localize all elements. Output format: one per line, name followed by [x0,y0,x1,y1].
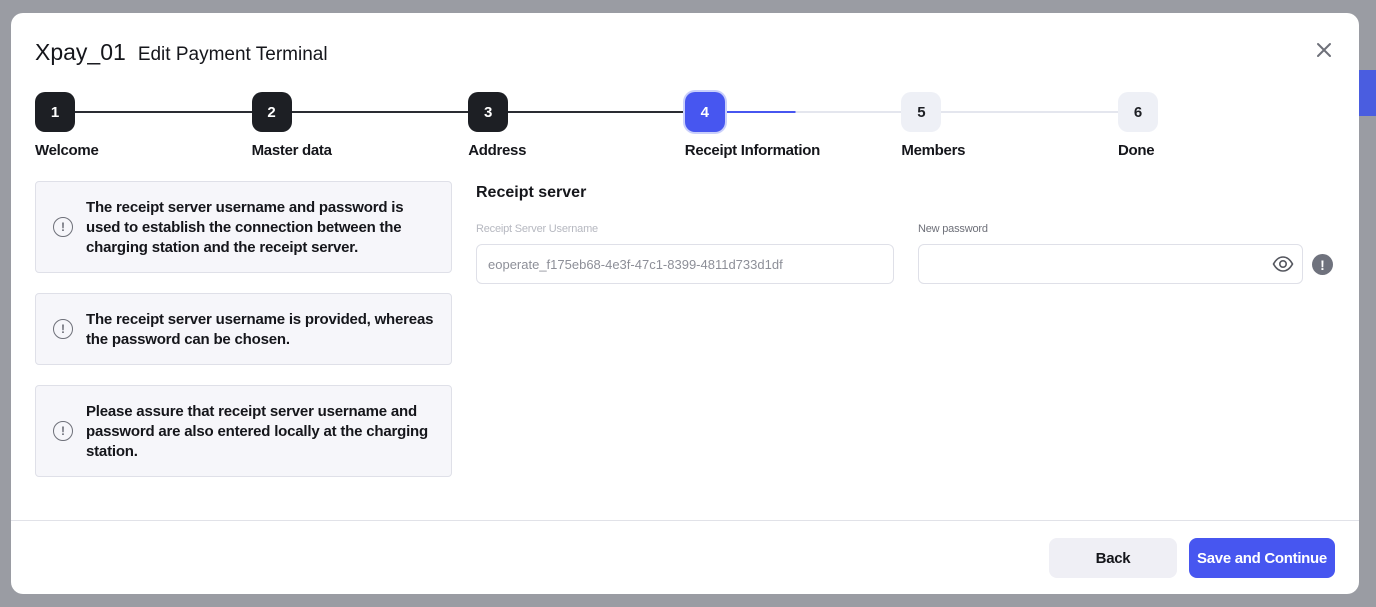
eye-icon[interactable] [1272,255,1294,273]
info-icon: ! [53,421,73,441]
step-connector [508,111,685,113]
step-label: Members [901,142,966,159]
step-label: Master data [251,142,332,159]
step-connector [291,111,469,113]
step-number: 5 [901,92,942,132]
step-connector [75,111,252,113]
info-card-text: The receipt server username and password… [86,199,404,256]
step-number: 2 [251,92,292,132]
info-card-text: Please assure that receipt server userna… [86,403,428,460]
close-icon [1317,43,1331,57]
info-card-text: The receipt server username is provided,… [86,311,434,348]
step-label: Welcome [35,142,99,159]
step-connector [941,111,1118,113]
username-label: Receipt Server Username [476,223,598,235]
new-password-field[interactable] [918,244,1303,284]
terminal-name: Xpay_01 [35,39,126,65]
info-card-connection: ! The receipt server username and passwo… [35,181,452,273]
modal-header: Xpay_01 Edit Payment Terminal [35,39,328,66]
info-card-local-entry: ! Please assure that receipt server user… [35,385,452,477]
info-icon: ! [53,319,73,339]
step-label: Receipt Information [684,142,820,159]
section-title: Receipt server [476,184,587,201]
back-button[interactable]: Back [1049,538,1177,578]
background-page-element [1356,70,1376,116]
step-label: Address [468,142,527,159]
step-number: 4 [684,92,725,132]
info-card-username: ! The receipt server username is provide… [35,293,452,365]
step-number: 3 [468,92,509,132]
step-number: 1 [35,92,75,132]
footer-divider [11,520,1359,521]
step-label: Done [1118,142,1155,159]
step-number: 6 [1118,92,1158,132]
step-connector [724,111,902,113]
password-label: New password [918,223,988,235]
receipt-username-field[interactable] [476,244,894,284]
warning-icon[interactable]: ! [1312,254,1333,275]
modal-title: Edit Payment Terminal [137,44,328,65]
close-button[interactable] [1315,41,1333,59]
save-and-continue-button[interactable]: Save and Continue [1189,538,1335,578]
info-icon: ! [53,217,73,237]
